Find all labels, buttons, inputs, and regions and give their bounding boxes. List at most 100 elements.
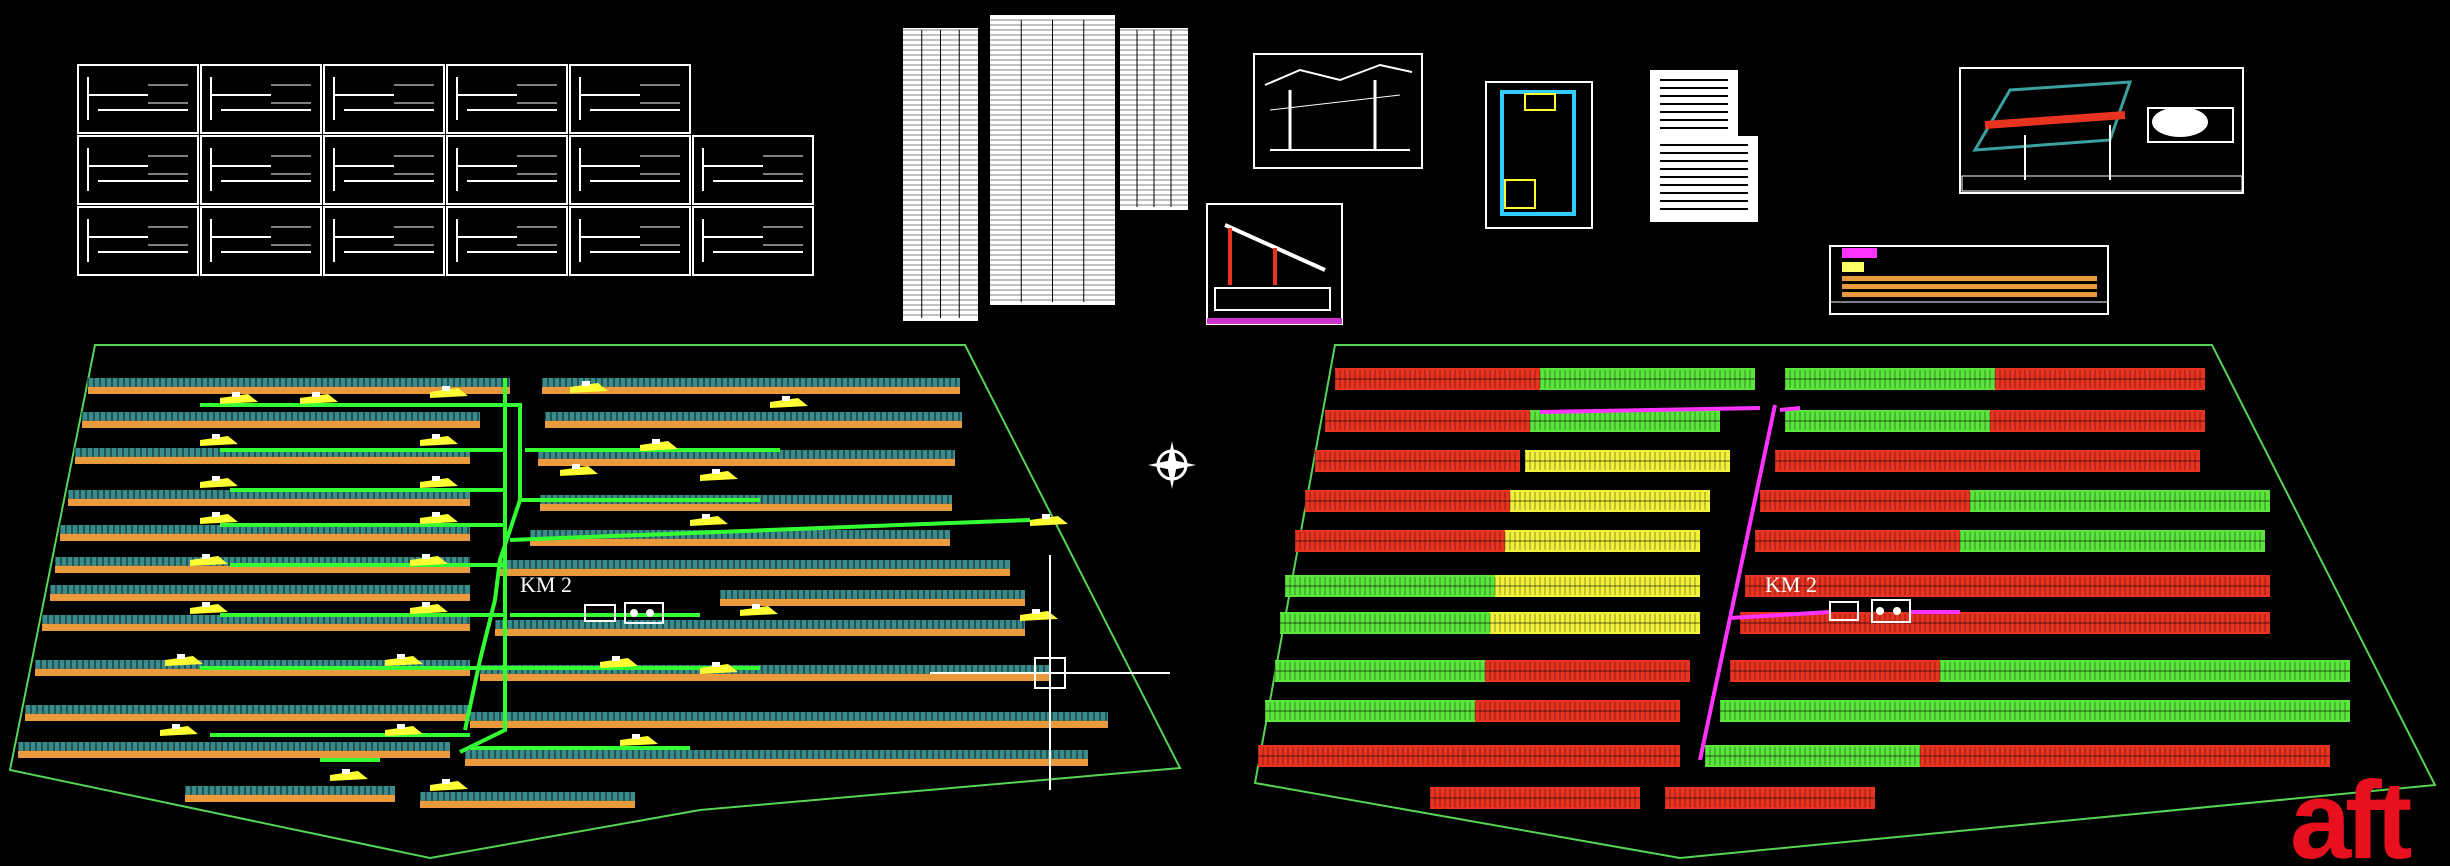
panel-row[interactable]: [1489, 612, 1700, 634]
panel-layout-sheet[interactable]: [1485, 81, 1593, 229]
panel-row[interactable]: [1257, 745, 1465, 767]
panel-row[interactable]: [1484, 660, 1690, 682]
panel-row[interactable]: [1774, 450, 2200, 472]
detail-sheet[interactable]: [323, 64, 445, 134]
detail-sheet[interactable]: [77, 206, 199, 276]
panel-row[interactable]: [1539, 368, 1755, 390]
panel-row[interactable]: [1494, 575, 1700, 597]
panel-row[interactable]: [544, 412, 962, 428]
panel-row[interactable]: [1274, 660, 1485, 682]
detail-sheet[interactable]: [200, 135, 322, 205]
panel-row[interactable]: [1989, 410, 2205, 432]
string-tag: [690, 514, 728, 526]
panel-row[interactable]: [184, 786, 395, 802]
panel-row[interactable]: [1959, 530, 2265, 552]
panel-row[interactable]: [1324, 410, 1530, 432]
panel-row[interactable]: [1279, 612, 1490, 634]
panel-row[interactable]: [59, 525, 470, 541]
detail-sheet[interactable]: [200, 206, 322, 276]
panel-row[interactable]: [1504, 530, 1700, 552]
string-tag: [190, 554, 228, 566]
panel-row[interactable]: [464, 750, 1088, 766]
detail-sheet[interactable]: [323, 206, 445, 276]
panel-row[interactable]: [1334, 368, 1540, 390]
panel-row[interactable]: [541, 378, 960, 394]
panel-row[interactable]: [24, 705, 470, 721]
detail-sheet[interactable]: [692, 135, 814, 205]
detail-sheet[interactable]: [446, 64, 568, 134]
detail-sheet[interactable]: [77, 135, 199, 205]
detail-sheet[interactable]: [692, 206, 814, 276]
notes-sheet[interactable]: [1650, 70, 1758, 222]
panel-row[interactable]: [539, 495, 952, 511]
panel-row[interactable]: [1464, 745, 1680, 767]
detail-sheet[interactable]: [569, 64, 691, 134]
mounting-detail-sheet[interactable]: [1206, 203, 1343, 325]
panel-row[interactable]: [1524, 450, 1730, 472]
panel-row[interactable]: [1939, 660, 2350, 682]
string-tag: [200, 476, 238, 488]
table-sheets[interactable]: [903, 15, 1188, 321]
structure-detail-sheet[interactable]: [1253, 53, 1423, 169]
panel-row[interactable]: [1294, 530, 1505, 552]
panel-row[interactable]: [1954, 575, 2270, 597]
panel-row[interactable]: [494, 620, 1025, 636]
panel-row[interactable]: [537, 450, 955, 466]
panel-row[interactable]: [1784, 410, 1990, 432]
string-tag: [700, 662, 738, 674]
panel-row[interactable]: [1919, 745, 2330, 767]
panel-row[interactable]: [469, 712, 1108, 728]
panel-row[interactable]: [41, 615, 470, 631]
site-plan-right[interactable]: [1253, 344, 2437, 860]
panel-row[interactable]: [1704, 745, 1920, 767]
panel-row[interactable]: [81, 412, 480, 428]
panel-row[interactable]: [1314, 450, 1520, 472]
panel-row[interactable]: [1529, 410, 1720, 432]
inverter-station-right[interactable]: [1829, 599, 1911, 623]
detail-sheet[interactable]: [200, 64, 322, 134]
panel-row[interactable]: [1509, 490, 1710, 512]
panel-row[interactable]: [49, 585, 470, 601]
panel-row[interactable]: [1664, 787, 1875, 809]
detail-sheet[interactable]: [446, 135, 568, 205]
panel-row[interactable]: [1264, 700, 1475, 722]
detail-sheet[interactable]: [569, 206, 691, 276]
string-schedule-sheet[interactable]: [1829, 245, 2109, 315]
tracker-3d-sheet[interactable]: [1959, 67, 2244, 194]
panel-row[interactable]: [1474, 700, 1680, 722]
panel-row[interactable]: [1729, 660, 1940, 682]
detail-sheet[interactable]: [569, 135, 691, 205]
crosshair-cursor-icon: [930, 555, 1170, 790]
panel-row[interactable]: [1949, 612, 2270, 634]
panel-row[interactable]: [67, 490, 470, 506]
panel-row[interactable]: [1759, 490, 1970, 512]
panel-row[interactable]: [1929, 700, 2350, 722]
string-tag: [560, 464, 598, 476]
detail-sheet-grid[interactable]: [77, 64, 814, 276]
detail-sheet[interactable]: [323, 135, 445, 205]
string-tag: [200, 512, 238, 524]
panel-row[interactable]: [1744, 575, 1955, 597]
panel-row[interactable]: [499, 560, 1010, 576]
panel-row[interactable]: [17, 742, 450, 758]
site-plan-left[interactable]: [8, 344, 1182, 860]
detail-sheet[interactable]: [77, 64, 199, 134]
panel-row[interactable]: [419, 792, 635, 808]
panel-row[interactable]: [1429, 787, 1640, 809]
panel-row[interactable]: [1739, 612, 1950, 634]
panel-row[interactable]: [1284, 575, 1495, 597]
panel-row[interactable]: [1304, 490, 1510, 512]
string-tag: [160, 724, 198, 736]
panel-row[interactable]: [1784, 368, 1995, 390]
inverter-station-left[interactable]: [584, 602, 664, 624]
panel-row[interactable]: [1754, 530, 1960, 552]
panel-row[interactable]: [1969, 490, 2270, 512]
panel-row[interactable]: [1994, 368, 2205, 390]
panel-row[interactable]: [719, 590, 1025, 606]
detail-sheet[interactable]: [446, 206, 568, 276]
string-tag: [620, 734, 658, 746]
string-tag: [770, 396, 808, 408]
panel-row[interactable]: [87, 378, 510, 394]
panel-row[interactable]: [1719, 700, 1930, 722]
